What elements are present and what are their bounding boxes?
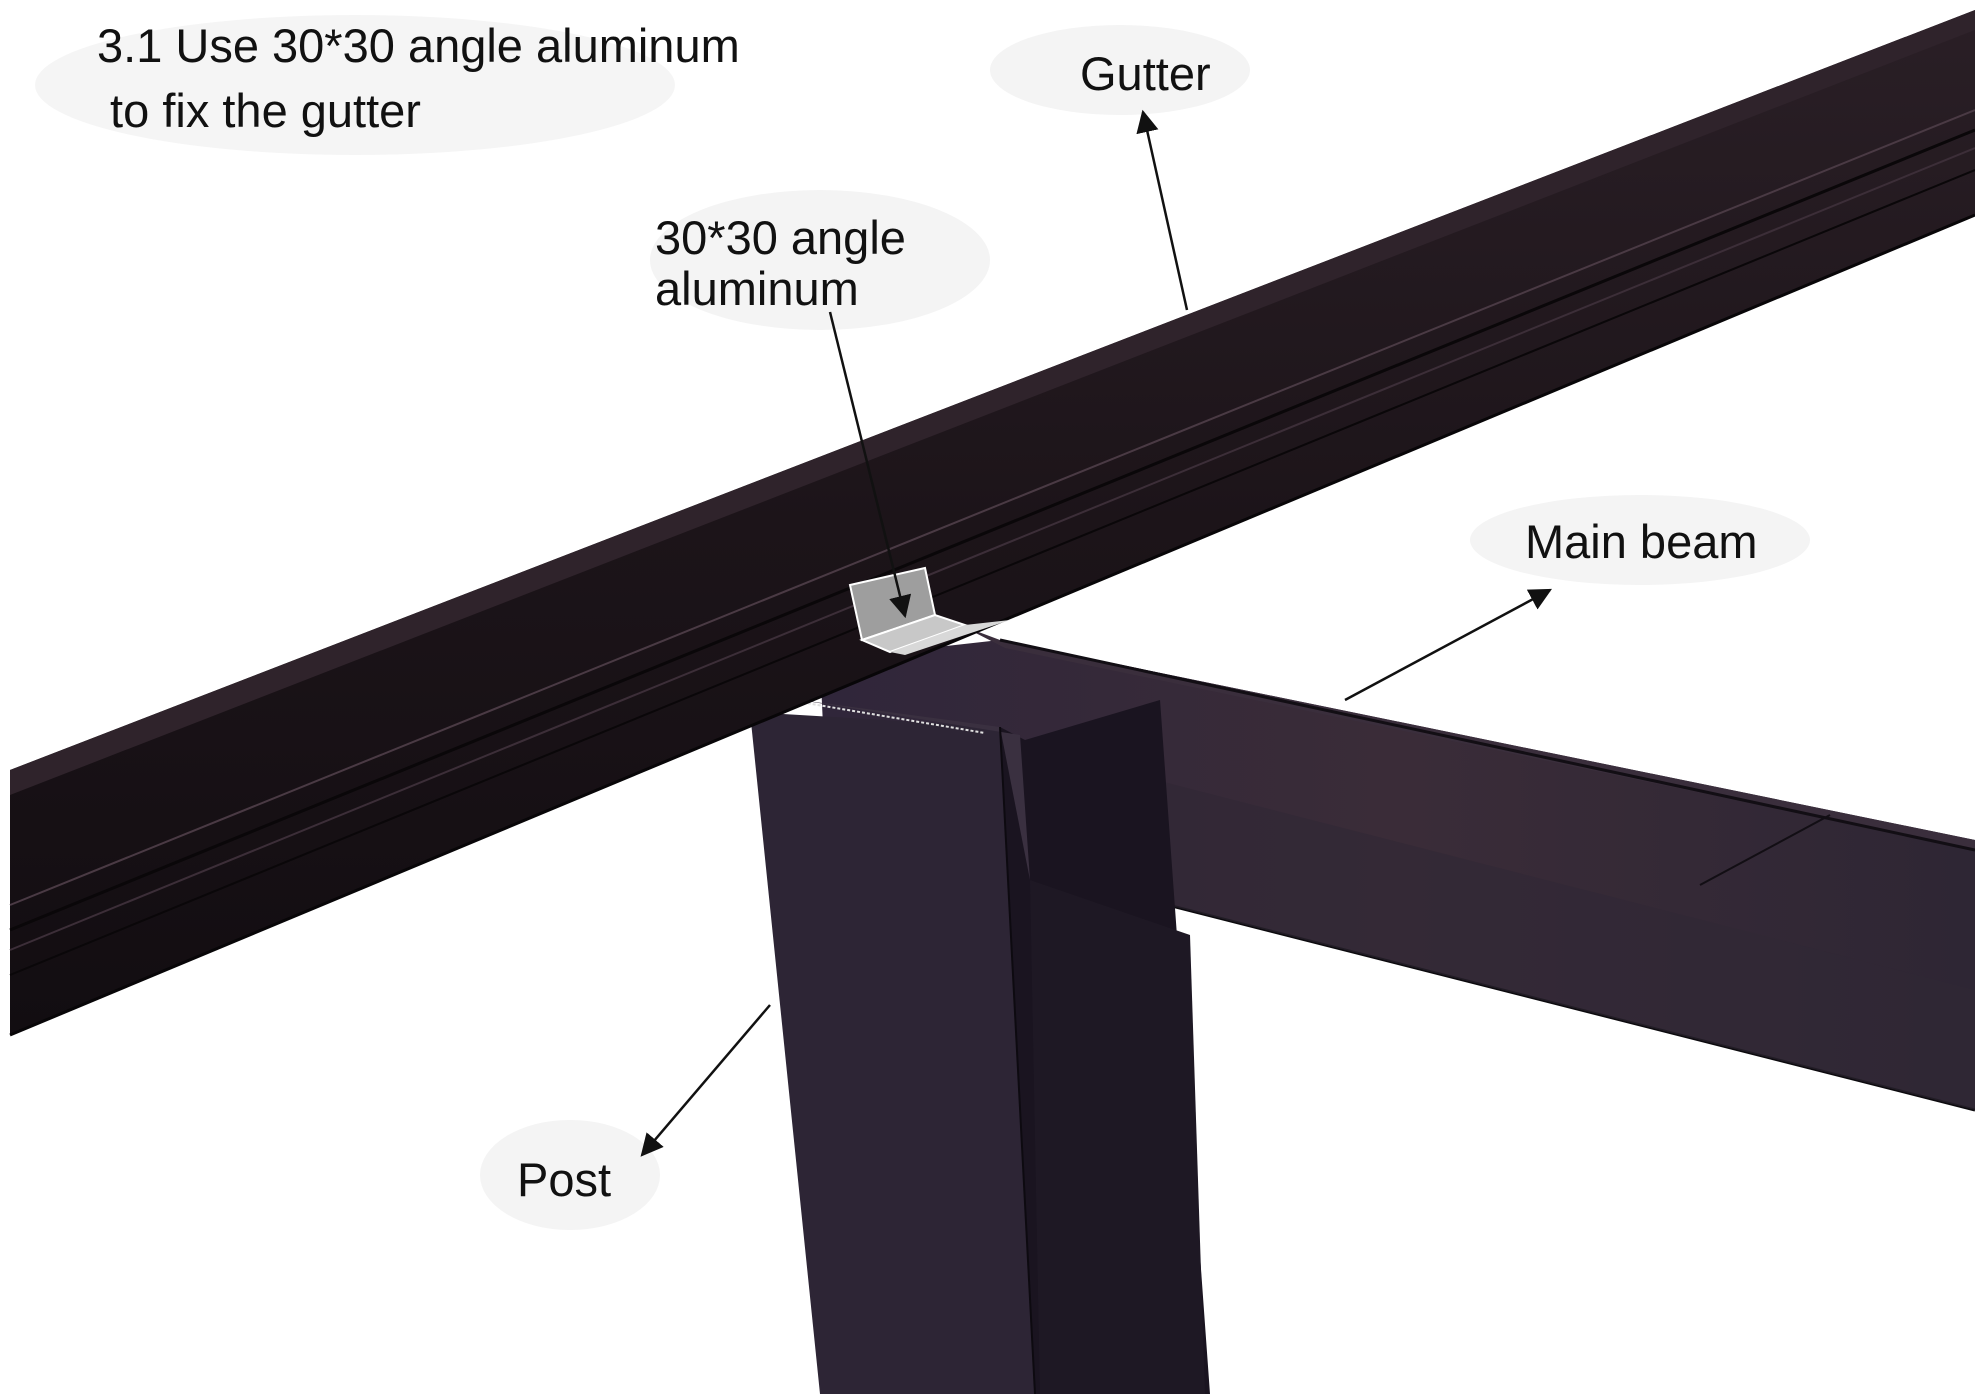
gutter-leader-arrow <box>1136 109 1189 311</box>
main-beam-label: Main beam <box>1525 515 1758 568</box>
post <box>750 699 1210 1394</box>
angle-label-line-2: aluminum <box>655 262 859 315</box>
angle-leader-arrow <box>828 311 912 619</box>
instruction-line-2: to fix the gutter <box>97 84 421 137</box>
angle-label-line-1: 30*30 angle <box>655 211 906 264</box>
post-label-halo <box>480 1120 660 1230</box>
gutter-label-halo <box>990 25 1250 115</box>
gutter <box>9 10 1975 1037</box>
beam-label-halo <box>1470 495 1810 585</box>
gutter-label: Gutter <box>1080 47 1211 100</box>
angle-label-halo <box>650 190 990 330</box>
post-leader-arrow <box>640 1004 771 1157</box>
post-label: Post <box>517 1153 611 1206</box>
instruction-halo <box>35 15 675 155</box>
beam-leader-arrow <box>1344 588 1552 702</box>
instruction-line-1: 3.1 Use 30*30 angle aluminum <box>97 19 740 72</box>
